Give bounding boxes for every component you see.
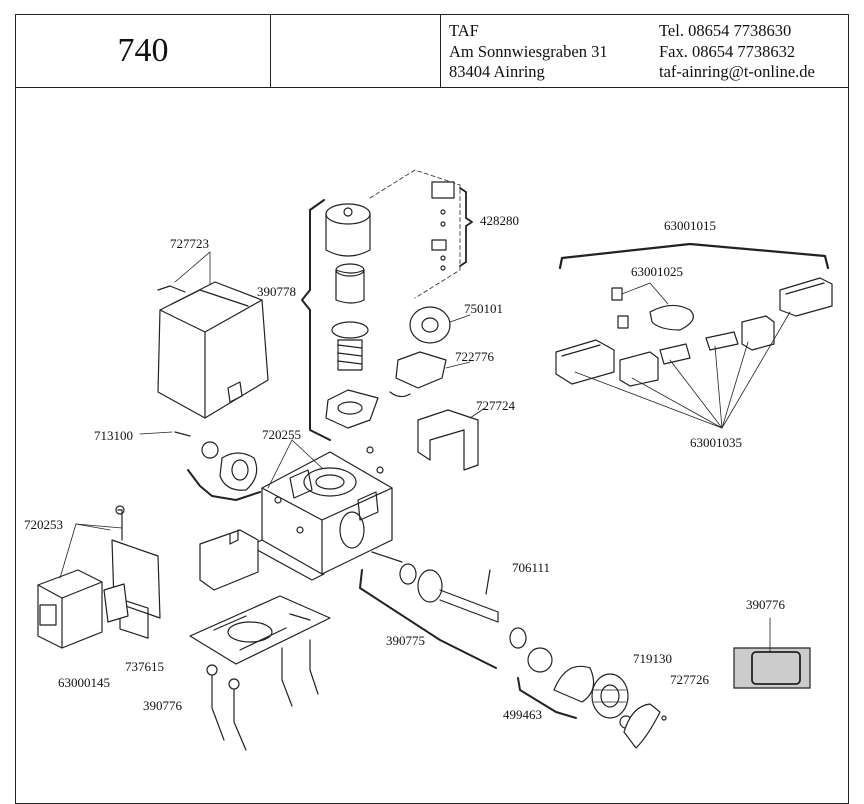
company-address: TAF Am Sonnwiesgraben 31 83404 Ainring: [449, 21, 659, 87]
company-info: TAF Am Sonnwiesgraben 31 83404 Ainring T…: [441, 15, 848, 87]
cable-connector: [611, 282, 694, 331]
company-tel: Tel. 08654 7738630: [659, 21, 792, 40]
label-722776: 722776: [455, 349, 495, 364]
label-727724: 727724: [476, 398, 516, 413]
label-63001035: 63001035: [690, 435, 742, 450]
company-city: 83404 Ainring: [449, 62, 545, 81]
output-gear: [553, 665, 633, 729]
label-727726: 727726: [670, 672, 710, 687]
label-63001015: 63001015: [664, 218, 716, 233]
label-390776-bolts: 390776: [143, 698, 183, 713]
drive-shaft: [371, 551, 553, 673]
company-fax: Fax. 08654 7738632: [659, 41, 796, 61]
part-labels: 727723 390778 428280 63001015 63001025 7…: [24, 213, 786, 722]
photocell-set: [555, 277, 833, 387]
label-390778: 390778: [257, 284, 296, 299]
label-63000145: 63000145: [58, 675, 110, 690]
pin-part: [139, 431, 191, 437]
title-block: 740 TAF Am Sonnwiesgraben 31 83404 Ainri…: [15, 14, 849, 88]
label-63001025: 63001025: [631, 264, 683, 279]
label-390775: 390775: [386, 633, 425, 648]
ring-part: [409, 306, 471, 344]
mount-bracket: [417, 407, 486, 471]
label-719130: 719130: [633, 651, 672, 666]
base-plate: [189, 529, 331, 665]
model-number: 740: [16, 15, 271, 87]
motor-assembly: [325, 203, 379, 429]
label-428280: 428280: [480, 213, 519, 228]
cap-part: [431, 181, 455, 271]
label-720253: 720253: [24, 517, 63, 532]
company-contact: Tel. 08654 7738630 Fax. 08654 7738632 ta…: [659, 21, 848, 87]
gear-cover: [623, 703, 667, 749]
label-727723: 727723: [170, 236, 209, 251]
company-street: Am Sonnwiesgraben 31: [449, 41, 608, 61]
label-390776-block: 390776: [746, 597, 786, 612]
label-706111: 706111: [512, 560, 550, 575]
concrete-block: [733, 617, 811, 689]
blank-cell: [271, 15, 441, 87]
label-720255: 720255: [262, 427, 301, 442]
pin-706111-shape: [485, 569, 491, 595]
cover-part: [157, 281, 269, 419]
release-parts: [201, 441, 258, 491]
exploded-parts-diagram: 727723 390778 428280 63001015 63001025 7…: [24, 169, 833, 751]
label-750101: 750101: [464, 301, 503, 316]
anchor-bolts: [206, 639, 319, 751]
label-499463: 499463: [503, 707, 542, 722]
gear-housing: [249, 446, 393, 581]
label-737615: 737615: [125, 659, 164, 674]
clip-part: [389, 351, 471, 398]
company-email[interactable]: taf-ainring@t-online.de: [659, 62, 815, 81]
label-713100: 713100: [94, 428, 133, 443]
company-name: TAF: [449, 21, 479, 40]
control-board: [37, 505, 161, 649]
